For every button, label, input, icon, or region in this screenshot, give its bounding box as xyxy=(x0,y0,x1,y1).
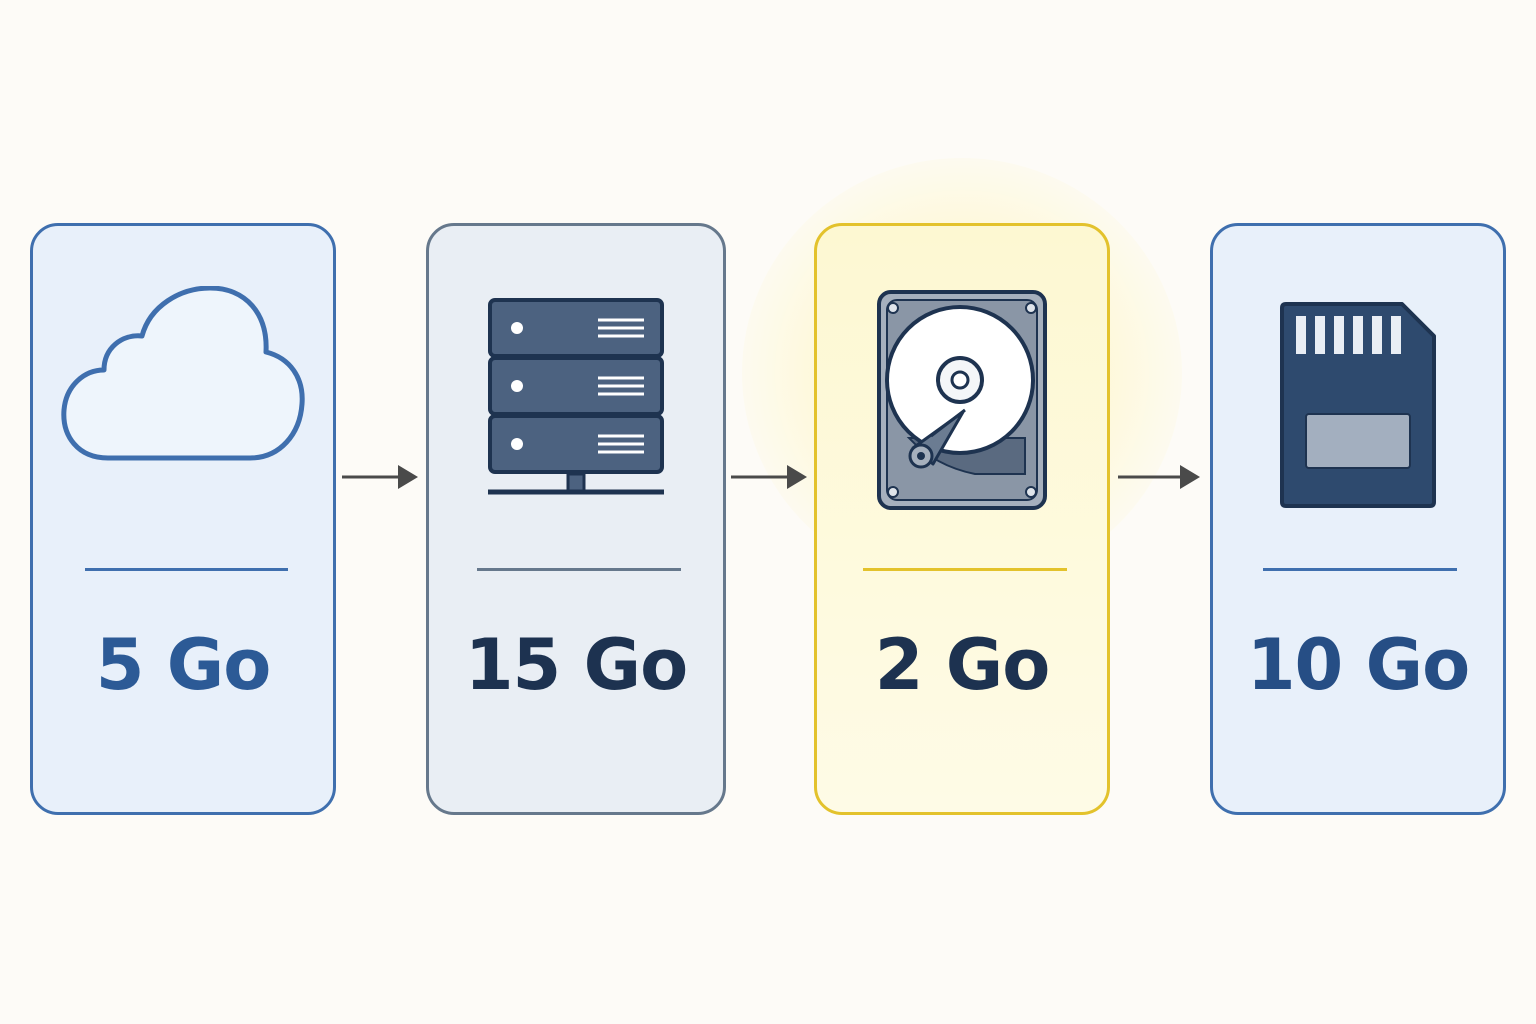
server-icon xyxy=(429,286,723,526)
cloud-icon xyxy=(33,286,333,526)
card-divider xyxy=(863,568,1067,571)
storage-value: 15 Go xyxy=(464,624,688,706)
storage-card-sd-card: 10 Go xyxy=(1210,223,1506,815)
arrow-right-icon xyxy=(342,465,418,489)
card-divider xyxy=(85,568,288,571)
storage-card-server: 15 Go xyxy=(426,223,726,815)
card-divider xyxy=(477,568,681,571)
arrow-right-icon xyxy=(1118,465,1200,489)
storage-card-cloud: 5 Go xyxy=(30,223,336,815)
storage-value: 2 Go xyxy=(874,624,1051,706)
hard-drive-icon xyxy=(817,286,1107,526)
card-divider xyxy=(1263,568,1457,571)
sd-card-icon xyxy=(1213,286,1503,526)
storage-card-hard-drive: 2 Go xyxy=(814,223,1110,815)
storage-value: 10 Go xyxy=(1246,624,1470,706)
arrow-right-icon xyxy=(731,465,807,489)
storage-value: 5 Go xyxy=(95,624,272,706)
